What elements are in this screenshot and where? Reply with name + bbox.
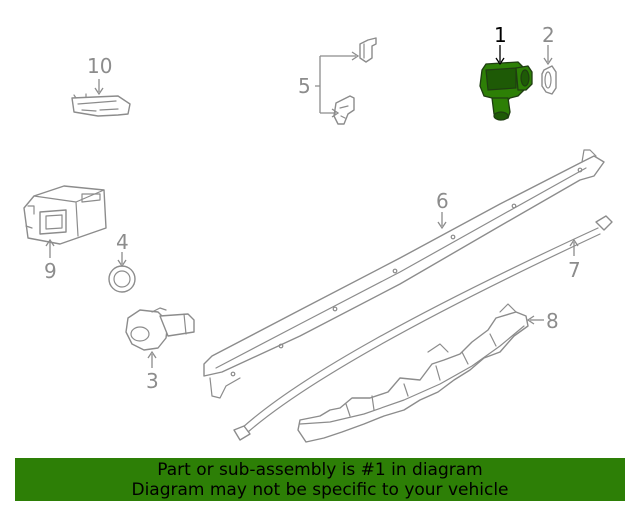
callout-5: 5 [298, 74, 311, 98]
part-3-sensor[interactable] [125, 307, 195, 351]
info-banner: Part or sub-assembly is #1 in diagram Di… [15, 458, 625, 501]
part-8-bracket-strip[interactable] [297, 303, 529, 443]
part-5-brackets[interactable] [333, 37, 377, 125]
part-6-rail[interactable] [203, 149, 605, 399]
part-2-ring[interactable] [541, 65, 557, 95]
banner-line-2: Diagram may not be specific to your vehi… [131, 480, 509, 500]
callout-8: 8 [546, 309, 559, 333]
callout-6: 6 [436, 189, 449, 213]
leader-5 [315, 55, 356, 114]
callout-7: 7 [568, 258, 581, 282]
callout-4: 4 [116, 230, 129, 254]
part-4-grommet[interactable] [108, 265, 136, 293]
callout-10: 10 [87, 54, 112, 78]
parts-diagram: 10 5 1 2 9 [23, 23, 613, 443]
callout-3: 3 [146, 369, 159, 393]
callout-9: 9 [44, 259, 57, 283]
part-9-control-module[interactable] [23, 185, 107, 245]
part-1-sensor[interactable] [479, 61, 533, 121]
callout-1: 1 [494, 23, 507, 47]
callout-2: 2 [542, 23, 555, 47]
part-10-bracket[interactable] [71, 93, 131, 117]
banner-line-1: Part or sub-assembly is #1 in diagram [157, 460, 483, 480]
part-7-harness[interactable] [233, 215, 613, 441]
